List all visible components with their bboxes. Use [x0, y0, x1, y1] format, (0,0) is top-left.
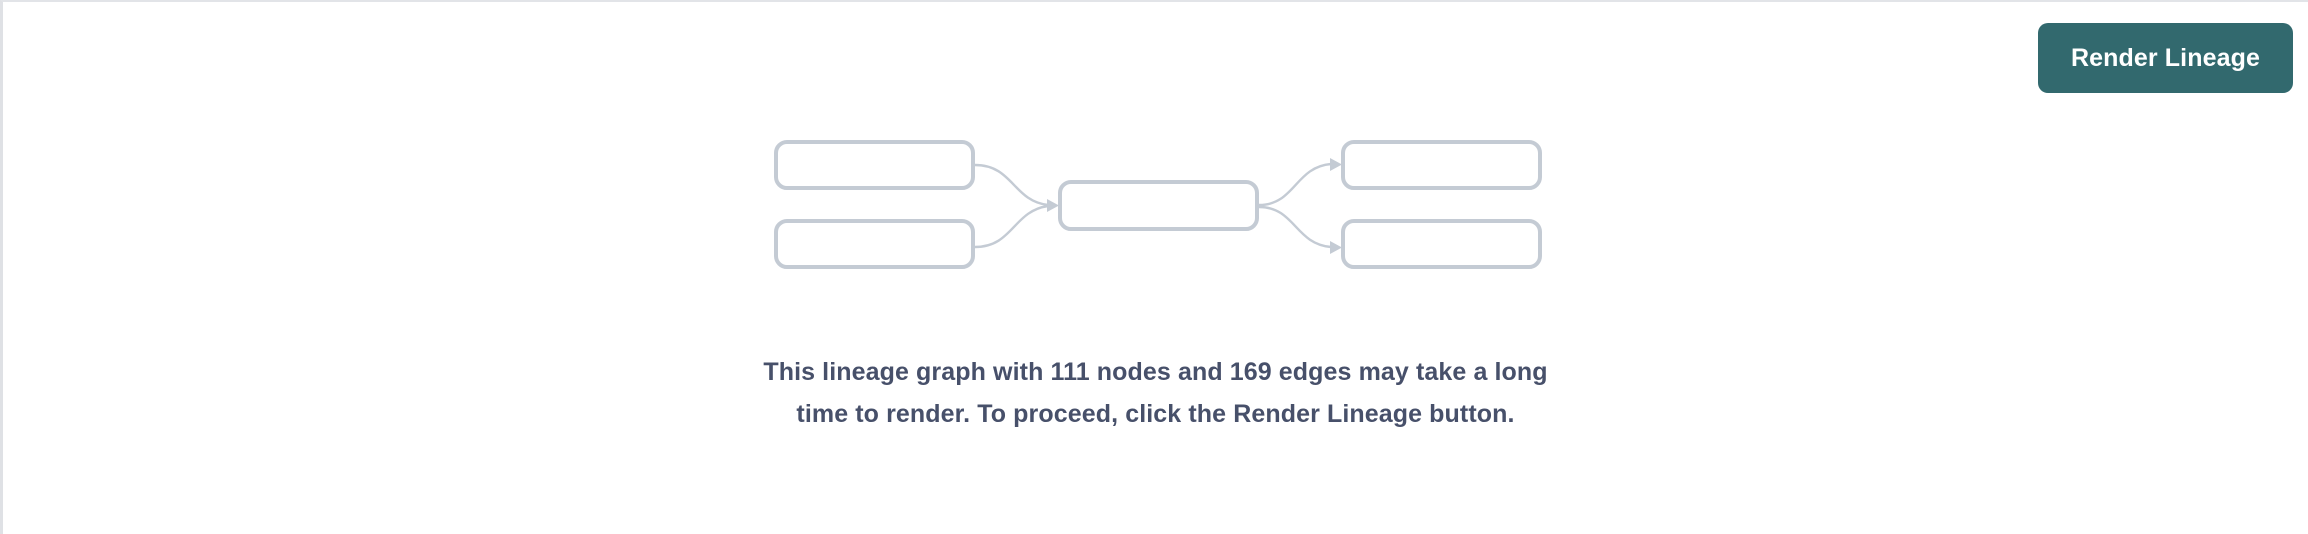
edge-arrowhead-icon	[1330, 241, 1342, 254]
edge-left-top-to-center	[974, 163, 1049, 207]
lineage-warning-message: This lineage graph with 111 nodes and 16…	[763, 358, 1548, 428]
edge-left-bottom-to-center	[974, 204, 1049, 249]
toolbar: Render Lineage	[3, 2, 2308, 112]
render-lineage-button[interactable]: Render Lineage	[2038, 23, 2293, 93]
edge-center-to-right-bottom	[1258, 205, 1332, 249]
graph-node	[1058, 180, 1259, 231]
graph-node	[774, 140, 975, 190]
graph-node	[1341, 219, 1542, 269]
edge-center-to-right-top	[1258, 162, 1332, 207]
edge-arrowhead-icon	[1047, 199, 1059, 212]
edge-arrowhead-icon	[1330, 158, 1342, 171]
graph-node	[774, 219, 975, 269]
lineage-graph-placeholder	[763, 127, 1563, 287]
graph-node	[1341, 140, 1542, 190]
